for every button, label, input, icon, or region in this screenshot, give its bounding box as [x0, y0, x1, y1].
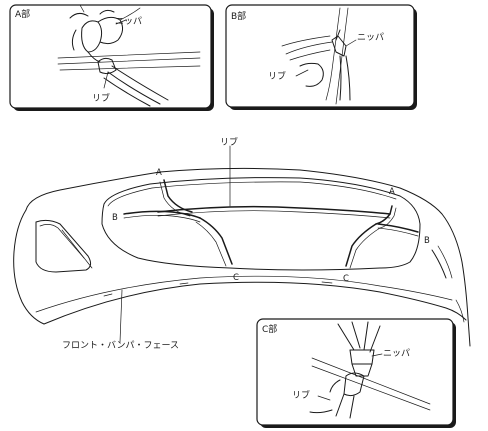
main-rib-label: リブ	[220, 136, 238, 148]
detail-b-title: B部	[231, 10, 246, 22]
part-name-label: フロント・バンパ・フェース	[62, 340, 179, 351]
point-b-left-label: B	[112, 213, 118, 223]
detail-c-rib-label: リブ	[292, 389, 310, 401]
detail-a-nippa-label: ニッパ	[115, 16, 142, 27]
point-b-right-label: B	[424, 236, 430, 246]
detail-c-nippa-label: ニッパ	[383, 348, 410, 359]
point-a-right-label: A	[389, 187, 395, 197]
detail-a-panel: A部 ニッパ リブ	[9, 4, 214, 111]
detail-a-rib-label: リブ	[92, 92, 110, 104]
detail-b-nippa-label: ニッパ	[357, 32, 384, 43]
point-c-left-label: C	[233, 273, 239, 283]
point-c-right-label: C	[343, 274, 349, 284]
point-a-left-label: A	[156, 168, 162, 178]
detail-c-panel: C部 ニッパ リブ	[256, 318, 456, 428]
detail-c-title: C部	[262, 323, 277, 335]
front-bumper-face	[13, 145, 471, 347]
detail-a-title: A部	[15, 8, 30, 20]
detail-b-panel: B部 ニッパ リブ	[225, 4, 417, 110]
detail-b-rib-label: リブ	[268, 70, 286, 82]
